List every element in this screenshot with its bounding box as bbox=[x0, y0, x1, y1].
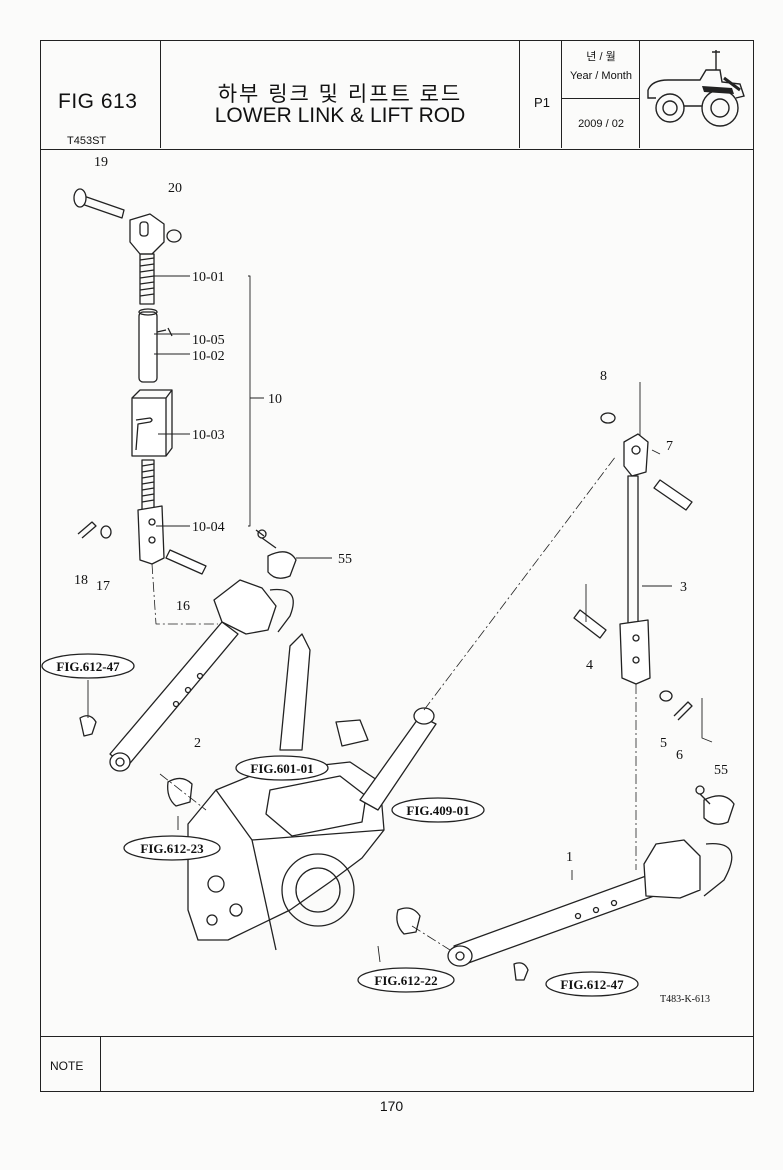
label-8: 8 bbox=[600, 369, 607, 384]
part-5-washer bbox=[659, 690, 673, 702]
title-korean: 하부 링크 및 리프트 로드 bbox=[217, 83, 463, 106]
note-divider bbox=[100, 1037, 101, 1091]
ref-fig-409-01[interactable]: FIG.409-01 bbox=[406, 803, 469, 818]
part-55-ball-right bbox=[695, 785, 735, 825]
page-frame bbox=[40, 40, 754, 1092]
part-19-pin bbox=[73, 188, 125, 219]
header-block: FIG 613 T453ST 하부 링크 및 리프트 로드 LOWER LINK… bbox=[40, 40, 754, 150]
ref-oval-fig-601-01 bbox=[235, 755, 329, 781]
label-4: 4 bbox=[586, 658, 593, 673]
label-55-left: 55 bbox=[338, 552, 352, 567]
title-english: LOWER LINK & LIFT ROD bbox=[214, 104, 466, 127]
label-17: 17 bbox=[96, 579, 110, 594]
part-20-ring bbox=[166, 229, 182, 243]
ref-fig-612-47-right[interactable]: FIG.612-47 bbox=[560, 977, 624, 992]
page-number: 170 bbox=[379, 1098, 404, 1114]
label-7: 7 bbox=[666, 439, 673, 454]
lift-arm bbox=[359, 715, 437, 811]
label-18: 18 bbox=[74, 573, 88, 588]
model-code: T453ST bbox=[67, 135, 107, 147]
alignment-lines bbox=[151, 455, 637, 951]
ref-fig-612-22[interactable]: FIG.612-22 bbox=[374, 973, 437, 988]
label-3: 3 bbox=[680, 580, 687, 595]
ball-end-right bbox=[396, 907, 421, 935]
year-month-label-ko: 년 / 월 bbox=[586, 51, 616, 63]
tractor-thumbnail bbox=[640, 40, 752, 148]
label-10-01: 10-01 bbox=[192, 270, 225, 285]
year-month-divider bbox=[562, 98, 639, 99]
part-1-lower-link-right bbox=[447, 839, 733, 967]
part-3-lift-rod-right bbox=[619, 433, 651, 685]
ref-oval-fig-409-01 bbox=[391, 797, 485, 823]
label-2: 2 bbox=[194, 736, 201, 751]
part-2-lower-link-left bbox=[109, 579, 294, 772]
label-6: 6 bbox=[676, 748, 683, 763]
page-code: P1 bbox=[534, 95, 550, 110]
fig-code-cell: FIG 613 T453ST bbox=[40, 40, 161, 148]
year-month-label-en: Year / Month bbox=[570, 70, 632, 82]
tractor-icon bbox=[647, 50, 745, 127]
ref-oval-fig-612-47-left bbox=[41, 653, 135, 679]
part-10-lift-rod-assembly bbox=[129, 213, 173, 565]
label-10-05: 10-05 bbox=[192, 333, 225, 348]
ball-ref-left bbox=[79, 715, 97, 737]
part-4-pin bbox=[573, 609, 607, 639]
exploded-parts-diagram: 19 20 10-01 10-05 10-02 10 10-03 10-04 1… bbox=[41, 155, 735, 1005]
label-19: 19 bbox=[94, 155, 108, 170]
label-10-03: 10-03 bbox=[192, 428, 225, 443]
ref-oval-fig-612-23 bbox=[123, 835, 221, 861]
part-6-cotter bbox=[673, 701, 693, 721]
part-7-pin bbox=[653, 479, 693, 511]
drawing-code: T483-K-613 bbox=[660, 994, 710, 1005]
year-month-cell: 년 / 월 Year / Month 2009 / 02 bbox=[562, 40, 640, 148]
leader-lines bbox=[87, 275, 713, 985]
page-code-cell: P1 bbox=[520, 40, 562, 148]
part-17-washer bbox=[100, 525, 112, 539]
title-cell: 하부 링크 및 리프트 로드 LOWER LINK & LIFT ROD bbox=[161, 40, 520, 148]
label-55-right: 55 bbox=[714, 763, 728, 778]
part-16-pin bbox=[165, 549, 207, 575]
ref-fig-601-01[interactable]: FIG.601-01 bbox=[250, 761, 313, 776]
ball-ref-right bbox=[513, 962, 529, 981]
note-label: NOTE bbox=[50, 1059, 84, 1073]
ref-fig-612-23[interactable]: FIG.612-23 bbox=[140, 841, 204, 856]
fig-code: FIG 613 bbox=[58, 90, 138, 113]
label-20: 20 bbox=[168, 181, 182, 196]
label-10-04: 10-04 bbox=[192, 520, 225, 535]
label-5: 5 bbox=[660, 736, 667, 751]
ref-oval-fig-612-22 bbox=[357, 967, 455, 993]
label-16: 16 bbox=[176, 599, 190, 614]
part-18-cotter bbox=[77, 521, 97, 539]
transmission-housing bbox=[187, 633, 385, 951]
ref-fig-612-47-left[interactable]: FIG.612-47 bbox=[56, 659, 120, 674]
label-10: 10 bbox=[268, 392, 282, 407]
ref-oval-fig-612-47-right bbox=[545, 971, 639, 997]
note-row: NOTE bbox=[40, 1036, 754, 1092]
ball-end-left bbox=[167, 777, 193, 807]
label-10-02: 10-02 bbox=[192, 349, 225, 364]
year-month-value: 2009 / 02 bbox=[578, 118, 624, 130]
part-55-ball-left bbox=[255, 529, 297, 579]
label-1: 1 bbox=[566, 850, 573, 865]
part-8-ring bbox=[600, 412, 616, 424]
